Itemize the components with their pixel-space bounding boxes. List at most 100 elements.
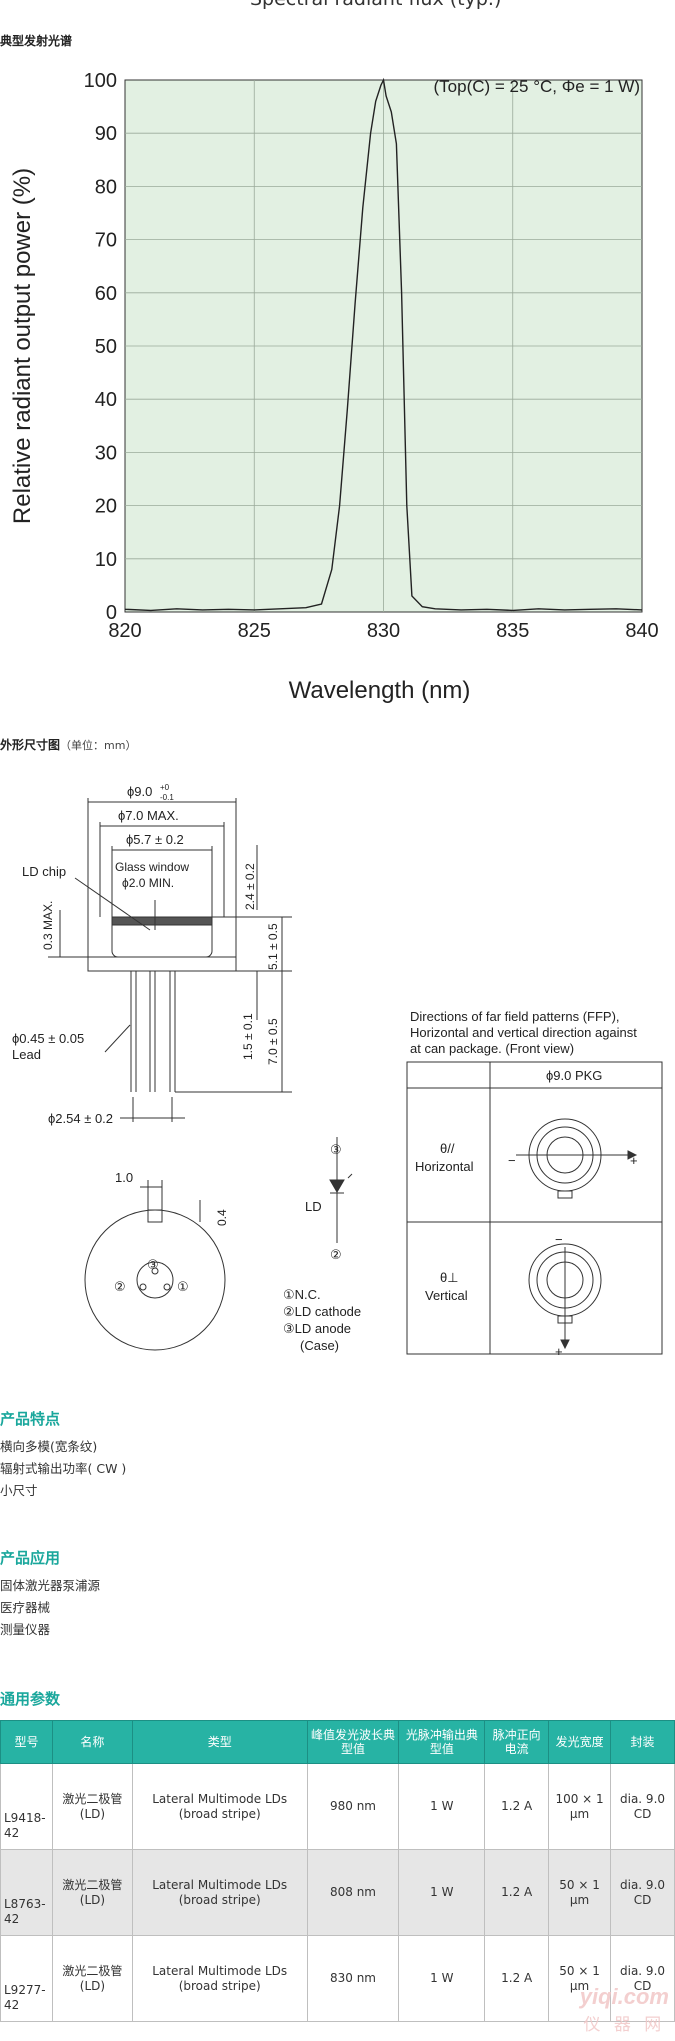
feature-item: 小尺寸 (0, 1483, 38, 1498)
features-list: 横向多模(宽条纹) 辐射式输出功率( CW ) 小尺寸 (0, 1436, 126, 1502)
header-current: 脉冲正向电流 (484, 1720, 550, 1764)
dimensional-drawing: ϕ9.0 +0 -0.1 ϕ7.0 MAX. ϕ5.7 ± 0.2 Glass … (12, 783, 663, 1359)
cell-width: 50 × 1 μm (548, 1849, 612, 1936)
pin-legend-4: (Case) (300, 1338, 339, 1353)
cell-wavelength: 808 nm (306, 1849, 400, 1936)
applications-title: 产品应用 (0, 1549, 61, 1567)
y-tick-label: 100 (84, 70, 117, 92)
ffp-v-plus: + (555, 1344, 563, 1359)
dim-d04: 0.4 (215, 1209, 229, 1226)
chart-title: (Top(C) = 25 °C, Φe = 1 W) (434, 77, 640, 96)
y-tick-label: 70 (95, 230, 117, 252)
ffp-row2-sym: θ⊥ (440, 1270, 459, 1285)
cell-model[interactable]: L9277-42 (0, 1935, 53, 2022)
ffp-caption-3: at can package. (Front view) (410, 1041, 574, 1056)
dim-pitch: ϕ2.54 ± 0.2 (48, 1111, 113, 1126)
pin-legend-3: ③LD anode (283, 1321, 351, 1336)
unit-note: （单位：mm） (60, 739, 137, 752)
ffp-row1-sym: θ// (440, 1141, 455, 1156)
x-tick-label: 835 (496, 620, 529, 642)
y-tick-label: 30 (95, 442, 117, 464)
bottom-view-circle (84, 1209, 226, 1351)
ffp-caption-1: Directions of far field patterns (FFP), (410, 1009, 620, 1024)
spectrum-series-line (124, 77, 643, 612)
dim-d70: 7.0 ± 0.5 (266, 1018, 280, 1065)
cell-current: 1.2 A (484, 1935, 550, 2022)
top-cut-heading: Spectral radiant flux (typ.) (250, 0, 501, 10)
header-name: 名称 (51, 1720, 133, 1764)
y-tick-label: 10 (95, 549, 117, 571)
watermark-line1: yiqi.com (579, 1984, 669, 2009)
application-item: 医疗器械 (0, 1600, 51, 1615)
cell-output: 1 W (398, 1763, 486, 1850)
ffp-caption-2: Horizontal and vertical direction agains… (410, 1025, 637, 1040)
ffp-h-minus: − (508, 1153, 516, 1168)
y-tick-label: 90 (95, 123, 117, 145)
dim-phi57: ϕ5.7 ± 0.2 (126, 832, 184, 847)
params-title: 通用参数 (0, 1690, 61, 1708)
cell-current: 1.2 A (484, 1763, 550, 1850)
header-package: 封装 (610, 1720, 675, 1764)
ld-label: LD (305, 1199, 322, 1214)
dimensions-section-label: 外形尺寸图（单位：mm） (0, 736, 136, 753)
features-title: 产品特点 (0, 1410, 61, 1428)
dimensions-title: 外形尺寸图 (0, 738, 61, 752)
spectrum-section-label: 典型发射光谱 (0, 34, 73, 48)
cell-model[interactable]: L8763-42 (0, 1849, 53, 1936)
application-item: 固体激光器泵浦源 (0, 1578, 101, 1593)
y-tick-label: 60 (95, 283, 117, 305)
ffp-v-minus: − (555, 1232, 563, 1247)
dim-phi9: ϕ9.0 (127, 784, 152, 799)
table-row: L9418-42 激光二极管(LD) Lateral Multimode LDs… (0, 1763, 675, 1850)
ld-pin2: ② (330, 1247, 342, 1262)
y-tick-label: 20 (95, 496, 117, 518)
dim-phi9-tol-plus: +0 (160, 783, 170, 792)
cell-output: 1 W (398, 1849, 486, 1936)
params-table: 型号 名称 类型 峰值发光波长典型值 光脉冲输出典型值 脉冲正向电流 发光宽度 … (0, 1720, 675, 2022)
dim-d24: 2.4 ± 0.2 (243, 863, 257, 910)
applications-list: 固体激光器泵浦源 医疗器械 测量仪器 (0, 1575, 100, 1641)
cell-package: dia. 9.0 CD (610, 1763, 675, 1850)
cell-current: 1.2 A (484, 1849, 550, 1936)
y-axis-label: Relative radiant output power (%) (9, 168, 36, 524)
ffp-col-header: ϕ9.0 PKG (546, 1068, 602, 1083)
dim-d15: 1.5 ± 0.1 (241, 1013, 255, 1060)
cell-output: 1 W (398, 1935, 486, 2022)
dim-phi7: ϕ7.0 MAX. (118, 808, 179, 823)
cell-type: Lateral Multimode LDs (broad stripe) (131, 1763, 308, 1850)
dim-d51: 5.1 ± 0.5 (266, 923, 280, 970)
table-row: L8763-42 激光二极管(LD) Lateral Multimode LDs… (0, 1849, 675, 1936)
cell-type: Lateral Multimode LDs (broad stripe) (131, 1849, 308, 1936)
cap-top-shade (111, 916, 213, 926)
dim-lead1: ϕ0.45 ± 0.05 (12, 1031, 84, 1046)
dim-ld-chip: LD chip (22, 864, 66, 879)
flange (87, 956, 237, 972)
dim-glass1: Glass window (115, 860, 189, 874)
pin-legend-1: ①N.C. (283, 1287, 321, 1302)
y-tick-label: 0 (106, 602, 117, 624)
cell-model[interactable]: L9418-42 (0, 1763, 53, 1850)
dim-glass2: ϕ2.0 MIN. (122, 876, 174, 890)
feature-item: 横向多模(宽条纹) (0, 1439, 98, 1454)
cell-type: Lateral Multimode LDs (broad stripe) (131, 1935, 308, 2022)
feature-item: 辐射式输出功率( CW ) (0, 1461, 127, 1476)
cell-package: dia. 9.0 CD (610, 1849, 675, 1936)
pin3-bottom: ③ (147, 1257, 159, 1272)
x-axis-label: Wavelength (nm) (289, 677, 471, 704)
cell-name: 激光二极管(LD) (51, 1935, 133, 2022)
cell-wavelength: 980 nm (306, 1763, 400, 1850)
cell-name: 激光二极管(LD) (51, 1763, 133, 1850)
pin2-bottom: ② (114, 1279, 126, 1294)
cell-package: dia. 9.0 CD (610, 1935, 675, 2022)
ffp-table (406, 1061, 663, 1355)
x-tick-label: 820 (108, 620, 141, 642)
x-tick-label: 825 (238, 620, 271, 642)
y-tick-label: 50 (95, 336, 117, 358)
application-item: 测量仪器 (0, 1622, 51, 1637)
cell-wavelength: 830 nm (306, 1935, 400, 2022)
y-tick-label: 80 (95, 176, 117, 198)
params-header-row: 型号 名称 类型 峰值发光波长典型值 光脉冲输出典型值 脉冲正向电流 发光宽度 … (0, 1720, 675, 1764)
cell-width: 50 × 1 μm (548, 1935, 612, 2022)
cell-width: 100 × 1 μm (548, 1763, 612, 1850)
